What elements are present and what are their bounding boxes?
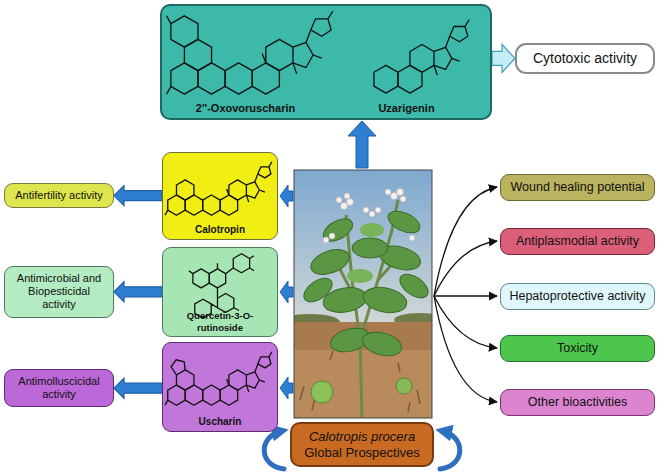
node-label: Uscharin <box>199 416 242 428</box>
plant-photo <box>294 170 432 418</box>
compound-box: Uscharin <box>162 342 278 432</box>
structure-drawing <box>164 8 490 102</box>
block-arrow <box>280 281 293 303</box>
activity-box: Wound healing potential <box>500 174 655 201</box>
activity-box: Antifertility activity <box>4 183 114 208</box>
block-arrow <box>348 121 376 168</box>
node-label: Calotropin <box>195 224 245 236</box>
node-label: Global Prospectives <box>304 445 420 461</box>
block-arrow <box>114 378 162 398</box>
node-label: Antiplasmodial activity <box>516 234 639 249</box>
compound-panel: 2''-OxovoruscharinUzarigenin <box>160 4 492 120</box>
node-label: Antimicrobial and Biopesticidal activity <box>11 272 107 312</box>
block-arrow <box>280 377 293 399</box>
compound-box: Calotropin <box>162 152 278 240</box>
node-label: Antifertility activity <box>15 189 102 202</box>
node-label: 2''-Oxovoruscharin <box>165 102 326 115</box>
block-arrow <box>492 44 515 72</box>
compound-box: Quercetin-3-O-rutinoside <box>162 247 278 337</box>
node-label: Cytotoxic activity <box>533 50 637 67</box>
title-box: Calotropis proceraGlobal Prospectives <box>290 422 434 467</box>
node-label: Hepatoprotective activity <box>509 289 645 304</box>
structure-drawing <box>164 250 276 320</box>
photo-frame <box>294 170 432 418</box>
node-label: Toxicity <box>557 341 598 356</box>
activity-box: Antimicrobial and Biopesticidal activity <box>4 266 114 318</box>
node-label: Quercetin-3-O-rutinoside <box>166 310 274 333</box>
block-arrow <box>280 185 293 207</box>
label-row: 2''-OxovoruscharinUzarigenin <box>165 102 487 115</box>
node-label: Other bioactivities <box>528 395 627 410</box>
activity-box: Hepatoprotective activity <box>500 283 655 310</box>
structure-drawing <box>164 155 276 225</box>
activity-box: Other bioactivities <box>500 389 655 416</box>
node-label: Antimolluscicidal activity <box>11 375 107 401</box>
activity-box: Cytotoxic activity <box>515 43 655 74</box>
node-label: Uzarigenin <box>326 102 487 115</box>
node-label: Calotropis procera <box>309 429 415 445</box>
activity-box: Antiplasmodial activity <box>500 228 655 255</box>
node-label: Wound healing potential <box>511 180 645 195</box>
activity-box: Antimolluscicidal activity <box>4 369 114 407</box>
fan-arrows <box>434 187 497 402</box>
structure-drawing <box>164 345 276 415</box>
activity-box: Toxicity <box>500 335 655 362</box>
block-arrow <box>114 282 162 302</box>
block-arrow <box>114 186 162 206</box>
